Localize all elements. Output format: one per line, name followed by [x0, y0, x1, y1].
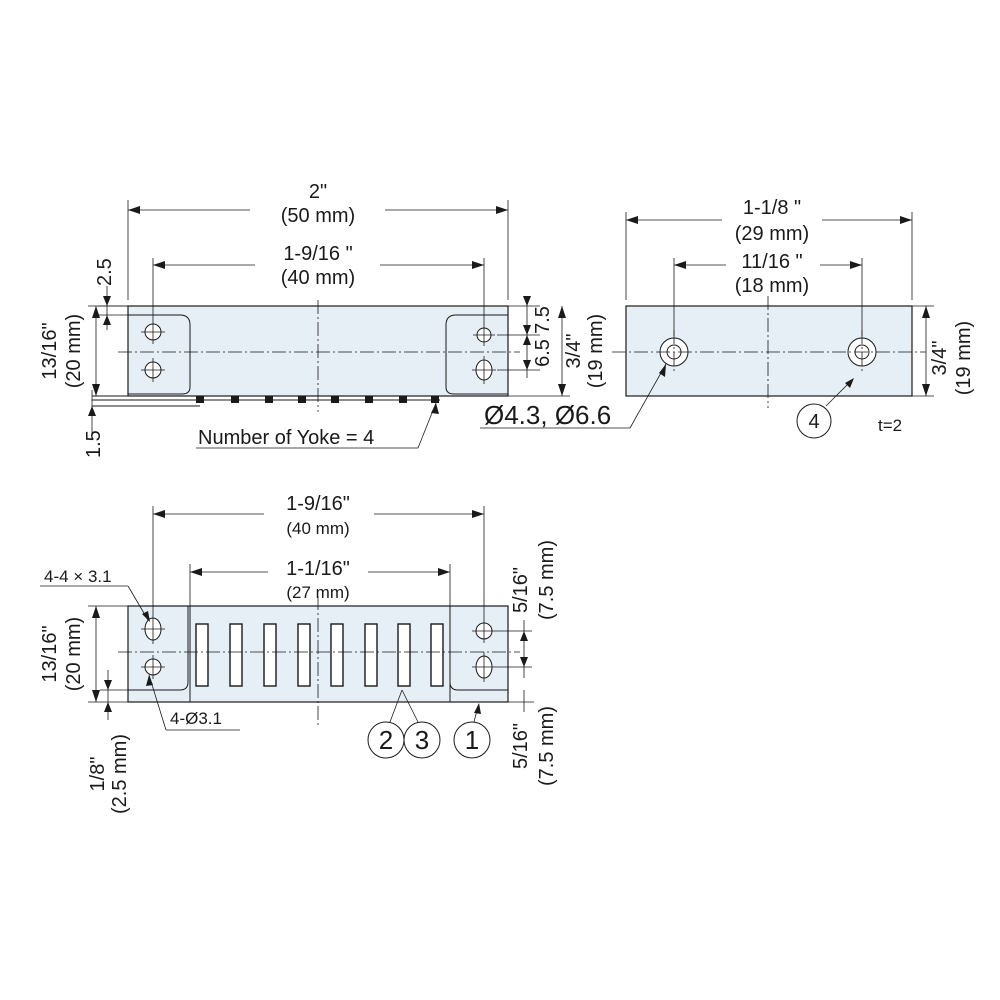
- slot: [263, 623, 277, 687]
- slot-note: 4-4 × 3.1: [44, 567, 112, 586]
- end-height-in-label: 3/4": [929, 341, 951, 376]
- bottom-height-mm-label: (20 mm): [63, 617, 85, 691]
- bottom-inner-mm-label: (27 mm): [286, 583, 349, 602]
- end-pitch-mm-label: (18 mm): [735, 275, 809, 297]
- right-bot-mm-label: (7.5 mm): [536, 706, 558, 786]
- left-height-in-label: 13/16": [39, 322, 61, 379]
- slot: [397, 623, 411, 687]
- bottom-pitch-mm-label: (40 mm): [286, 519, 349, 538]
- yoke: [399, 396, 407, 403]
- bottom-inner-in-label: 1-1/16": [286, 558, 350, 580]
- right-bot-in-label: 5/16": [510, 723, 532, 769]
- bottom-hole-left-bottom: [141, 655, 165, 679]
- bottom-hole-left-top: [141, 614, 165, 644]
- bottom-height-in-label: 13/16": [39, 625, 61, 682]
- hole-pitch-mm-label: (40 mm): [281, 267, 355, 289]
- side-hole-right-bottom: [472, 356, 496, 384]
- bottom-bottom-in-label: 1/8": [87, 757, 109, 792]
- right-dim-top-label: 7.5: [532, 306, 554, 334]
- bottom-view: 1-9/16" (40 mm) 1-1/16" (27 mm) 4-4 × 3.…: [39, 493, 558, 814]
- part-2-label: 2: [379, 725, 393, 755]
- end-view: 1-1/8 " (29 mm) 11/16 " (18 mm) 3/4" (19…: [480, 197, 975, 439]
- left-height-mm-label: (20 mm): [63, 314, 85, 388]
- yoke: [231, 396, 239, 403]
- end-width-mm-label: (29 mm): [735, 223, 809, 245]
- bottom-hole-right-bottom: [472, 652, 496, 682]
- top-offset-label: 2.5: [94, 258, 116, 286]
- slot: [430, 623, 444, 687]
- right-top-mm-label: (7.5 mm): [536, 540, 558, 620]
- bottom-right-bracket: [449, 606, 508, 691]
- slot: [330, 623, 344, 687]
- bottom-bottom-mm-label: (2.5 mm): [109, 734, 131, 814]
- part-bubble-3: [403, 721, 441, 759]
- yoke-note: Number of Yoke = 4: [198, 427, 374, 449]
- part-bubble-4: [796, 403, 832, 439]
- bottom-left-bracket: [128, 606, 189, 691]
- hole-note-bottom: 4-Ø3.1: [170, 709, 222, 728]
- overall-width-mm-label: (50 mm): [281, 205, 355, 227]
- end-width-in-label: 1-1/8 ": [743, 197, 801, 219]
- thickness-label: t=2: [878, 416, 902, 435]
- slot: [229, 623, 243, 687]
- hole-pitch-in-label: 1-9/16 ": [283, 243, 352, 265]
- left-bracket-outline: [128, 314, 191, 395]
- side-hole-left-bottom: [141, 358, 165, 382]
- right-bracket-outline: [445, 314, 508, 395]
- slot: [195, 623, 209, 687]
- yoke-height-label: 1.5: [83, 430, 105, 458]
- yoke: [196, 396, 204, 403]
- yoke: [331, 396, 339, 403]
- part-bubble-1: [453, 721, 491, 759]
- yoke-row: [196, 396, 439, 403]
- side-hole-right-top: [473, 324, 495, 346]
- right-height-in-label: 3/4": [563, 334, 585, 369]
- right-dim-mid-label: 6.5: [532, 339, 554, 367]
- bottom-hole-right-top: [472, 619, 496, 643]
- yoke: [298, 396, 306, 403]
- part-3-label: 3: [415, 725, 429, 755]
- hole-note: Ø4.3, Ø6.6: [484, 400, 611, 430]
- yoke: [365, 396, 373, 403]
- slot-row: [195, 623, 444, 687]
- overall-width-in-label: 2": [309, 181, 327, 203]
- yoke: [265, 396, 273, 403]
- part-4-label: 4: [808, 411, 819, 433]
- end-height-mm-label: (19 mm): [953, 321, 975, 395]
- slot: [297, 623, 311, 687]
- right-top-in-label: 5/16": [510, 567, 532, 613]
- side-view: 2" (50 mm) 1-9/16 " (40 mm) 2.5 13/16" (…: [39, 181, 607, 458]
- side-hole-left-top: [141, 320, 165, 344]
- right-height-mm-label: (19 mm): [585, 314, 607, 388]
- slot: [364, 623, 378, 687]
- yoke: [431, 396, 439, 403]
- bottom-pitch-in-label: 1-9/16": [286, 493, 350, 515]
- part-1-label: 1: [465, 725, 479, 755]
- end-pitch-in-label: 11/16 ": [741, 251, 802, 273]
